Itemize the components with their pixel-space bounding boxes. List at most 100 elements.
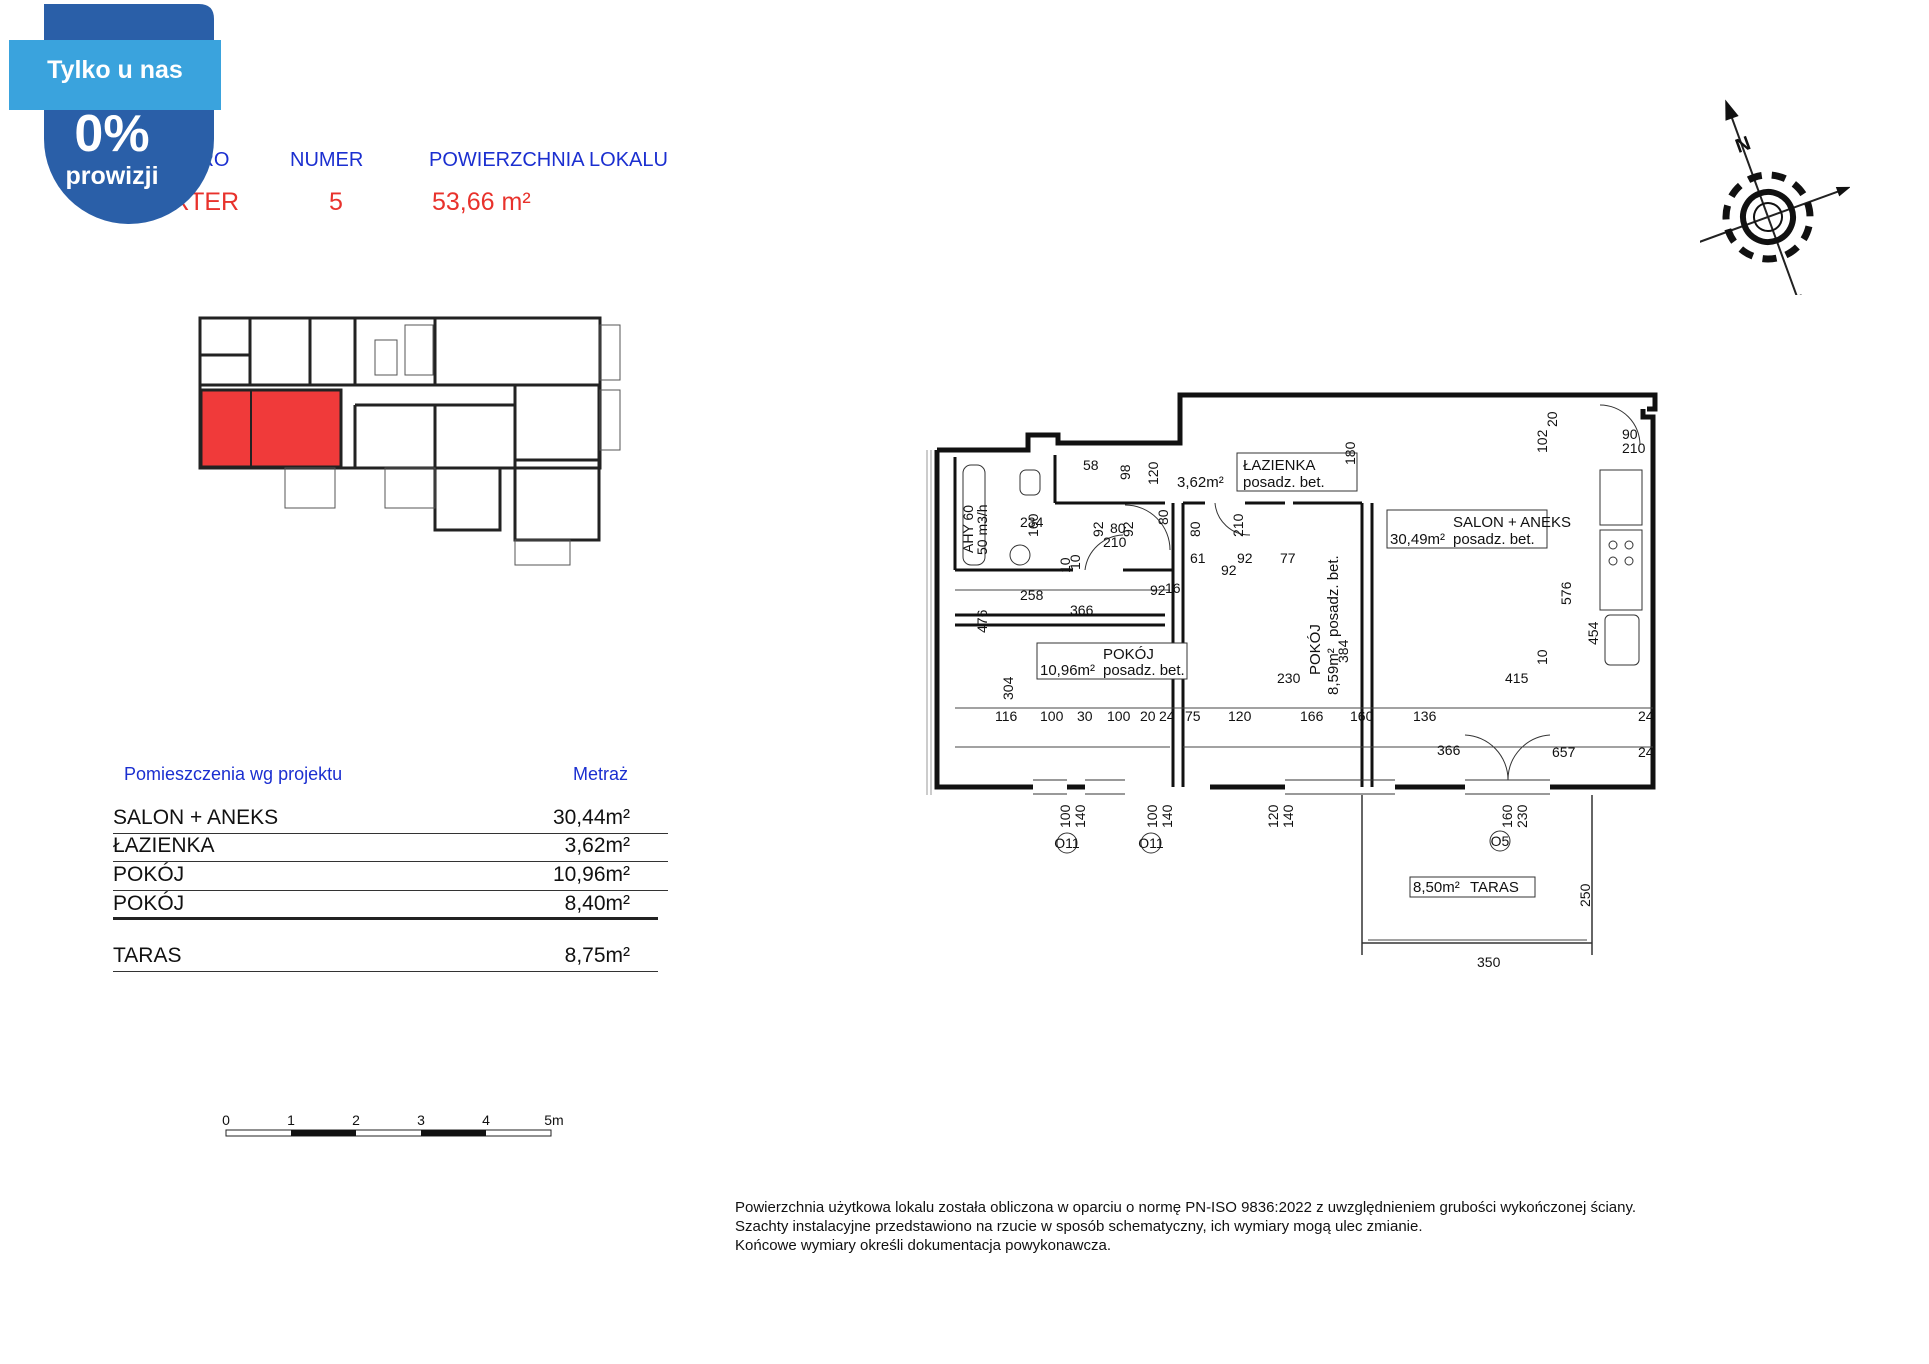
scale-bar: 0 1 2 3 4 5m bbox=[222, 1112, 564, 1137]
scale-tick: 3 bbox=[417, 1112, 425, 1128]
dimension-label: 92 bbox=[1150, 582, 1166, 598]
svg-text:3,62m²: 3,62m² bbox=[1177, 474, 1224, 491]
dimension-label: 92 bbox=[1221, 562, 1237, 578]
ventilation-label: AHY 60 bbox=[960, 505, 976, 553]
dimension-label: 58 bbox=[1083, 457, 1099, 473]
dimension-label: 160 bbox=[1499, 804, 1515, 828]
dimension-label: 92 bbox=[1237, 550, 1253, 566]
dimension-label: 576 bbox=[1558, 581, 1574, 605]
dimension-label: 92 bbox=[1120, 521, 1136, 537]
promo-badge: Tylko u nas 0% prowizji bbox=[9, 4, 221, 224]
dimension-label: 350 bbox=[1477, 954, 1501, 970]
dimension-label: 160 bbox=[1025, 513, 1041, 537]
dimension-label: 77 bbox=[1280, 550, 1296, 566]
floor-plan: /> bbox=[926, 392, 1658, 970]
dimension-label: 140 bbox=[1159, 804, 1175, 828]
room-name: POKÓJ bbox=[113, 892, 185, 915]
dimension-label: 366 bbox=[1437, 742, 1461, 758]
badge-percent: 0% bbox=[74, 105, 150, 163]
svg-text:10,96m²: 10,96m² bbox=[1040, 662, 1095, 679]
dimension-label: 10 bbox=[1057, 557, 1073, 573]
dimension-label: 80 bbox=[1110, 520, 1126, 536]
svg-text:ŁAZIENKA: ŁAZIENKA bbox=[1243, 457, 1316, 474]
area-label: POWIERZCHNIA LOKALU bbox=[429, 149, 668, 171]
room-area: 8,75m² bbox=[564, 944, 630, 967]
window-tag: O5 bbox=[1489, 830, 1511, 852]
svg-text:POKÓJ: POKÓJ bbox=[1307, 624, 1324, 675]
room-area: 10,96m² bbox=[552, 863, 630, 886]
dimension-label: 366 bbox=[1070, 602, 1094, 618]
dimension-label: 24 bbox=[1638, 708, 1654, 724]
dimension-label: 160 bbox=[1350, 708, 1374, 724]
dimension-label: 100 bbox=[1107, 708, 1131, 724]
footnote: Powierzchnia użytkowa lokalu została obl… bbox=[735, 1199, 1637, 1216]
dimension-label: 100 bbox=[1040, 708, 1064, 724]
dimension-label: 20 bbox=[1544, 411, 1560, 427]
dimension-label: 10 bbox=[1067, 554, 1083, 570]
room-label-bathroom: ŁAZIENKA 3,62m² posadz. bet. bbox=[1177, 452, 1358, 492]
dimension-label: 98 bbox=[1117, 464, 1133, 480]
dimension-label: 30 bbox=[1077, 708, 1093, 724]
dimension-label: 210 bbox=[1103, 534, 1127, 550]
window-tag: O11 bbox=[1054, 832, 1080, 854]
dimension-label: 258 bbox=[1020, 587, 1044, 603]
svg-text:TARAS: TARAS bbox=[1470, 879, 1519, 896]
room-label-terrace: 8,50m² TARAS bbox=[1409, 876, 1536, 898]
svg-text:8,50m²: 8,50m² bbox=[1413, 879, 1460, 896]
number-label: NUMER bbox=[290, 149, 364, 171]
dimension-label: 102 bbox=[1534, 429, 1550, 453]
dimension-label: 210 bbox=[1622, 440, 1646, 456]
dimension-label: 454 bbox=[1585, 621, 1601, 645]
dimension-label: 10 bbox=[1534, 649, 1550, 665]
svg-text:posadz. bet.: posadz. bet. bbox=[1243, 474, 1325, 491]
svg-text:posadz. bet.: posadz. bet. bbox=[1325, 555, 1342, 637]
dimension-label: 100 bbox=[1144, 804, 1160, 828]
dimension-label: 210 bbox=[1230, 513, 1246, 537]
dimension-label: 24 bbox=[1159, 708, 1175, 724]
svg-text:8,59m²: 8,59m² bbox=[1325, 648, 1342, 695]
room-label-living: SALON + ANEKS 30,49m² posadz. bet. bbox=[1386, 509, 1571, 549]
dimension-label: 136 bbox=[1413, 708, 1437, 724]
svg-text:O11: O11 bbox=[1138, 835, 1164, 851]
svg-text:SALON + ANEKS: SALON + ANEKS bbox=[1453, 514, 1571, 531]
svg-text:posadz. bet.: posadz. bet. bbox=[1453, 531, 1535, 548]
dimension-label: 90 bbox=[1622, 426, 1638, 442]
svg-text:O5: O5 bbox=[1491, 833, 1510, 849]
compass-north-label: N bbox=[1733, 132, 1754, 158]
terrace-row: TARAS 8,75m² bbox=[113, 944, 658, 972]
badge-ribbon bbox=[9, 40, 221, 110]
dimension-label: 304 bbox=[1000, 676, 1016, 700]
scale-tick: 0 bbox=[222, 1112, 230, 1128]
svg-text:O11: O11 bbox=[1054, 835, 1080, 851]
scale-tick: 1 bbox=[287, 1112, 295, 1128]
dimension-label: 120 bbox=[1228, 708, 1252, 724]
dimension-label: 75 bbox=[1185, 708, 1201, 724]
dimension-label: 80 bbox=[1155, 509, 1171, 525]
dimension-label: 415 bbox=[1505, 670, 1529, 686]
room-row: POKÓJ 10,96m² bbox=[113, 863, 668, 891]
badge-title: Tylko u nas bbox=[47, 56, 183, 84]
room-area: 3,62m² bbox=[564, 834, 630, 857]
room-name: POKÓJ bbox=[113, 863, 185, 886]
dimension-label: 230 bbox=[1514, 804, 1530, 828]
room-row: ŁAZIENKA 3,62m² bbox=[113, 834, 668, 862]
room-label-room-1: POKÓJ 10,96m² posadz. bet. bbox=[1036, 642, 1188, 680]
dimension-label: 384 bbox=[1335, 639, 1351, 663]
window-tag: O11 bbox=[1138, 832, 1164, 854]
dimension-label: 16 bbox=[1165, 580, 1181, 596]
rooms-table-title: Pomieszczenia wg projektu bbox=[124, 764, 343, 784]
room-name: ŁAZIENKA bbox=[113, 834, 215, 857]
svg-text:30,49m²: 30,49m² bbox=[1390, 531, 1445, 548]
room-row: POKÓJ 8,40m² bbox=[113, 892, 668, 920]
scale-tick: 2 bbox=[352, 1112, 360, 1128]
number-value: 5 bbox=[329, 188, 343, 216]
room-area: 30,44m² bbox=[552, 806, 630, 829]
apartment-highlight bbox=[199, 388, 343, 469]
room-name: TARAS bbox=[113, 944, 182, 967]
dimension-label: 140 bbox=[1072, 804, 1088, 828]
dimension-label: 80 bbox=[1187, 521, 1203, 537]
ventilation-flow: 50 m3/h bbox=[974, 504, 990, 555]
dimension-label: 120 bbox=[1145, 461, 1161, 485]
dimension-label: 24 bbox=[1638, 744, 1654, 760]
dimension-label: 234 bbox=[1020, 514, 1044, 530]
